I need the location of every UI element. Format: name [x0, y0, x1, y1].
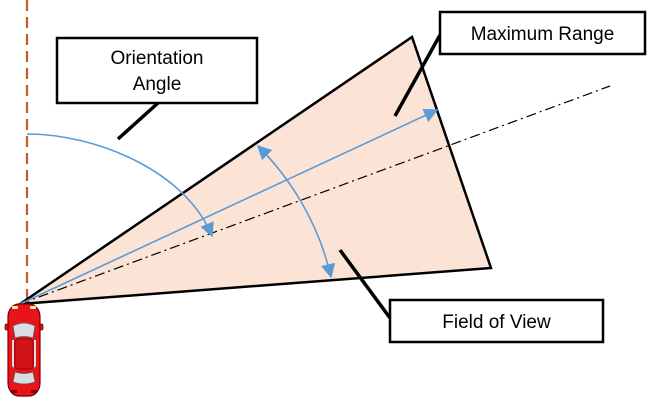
- field-of-view-arc: [256, 144, 336, 279]
- maximum-range-arrow: [19, 108, 439, 305]
- field-of-view-label: Field of View: [388, 298, 605, 344]
- field-of-view-region: [15, 35, 493, 306]
- orientation-angle-label: Orientation Angle: [55, 36, 259, 105]
- orientation-angle-leader: [116, 101, 160, 141]
- maximum-range-label: Maximum Range: [438, 10, 647, 56]
- field-of-view-leader: [338, 248, 392, 320]
- maximum-range-leader: [393, 34, 442, 117]
- orientation-angle-label-line2: Angle: [133, 74, 182, 95]
- orientation-angle-arc: [26, 133, 214, 238]
- car-icon: [4, 303, 44, 397]
- orientation-angle-label-line1: Orientation: [111, 48, 204, 69]
- field-of-view-label-text: Field of View: [442, 312, 551, 333]
- maximum-range-label-text: Maximum Range: [471, 24, 615, 45]
